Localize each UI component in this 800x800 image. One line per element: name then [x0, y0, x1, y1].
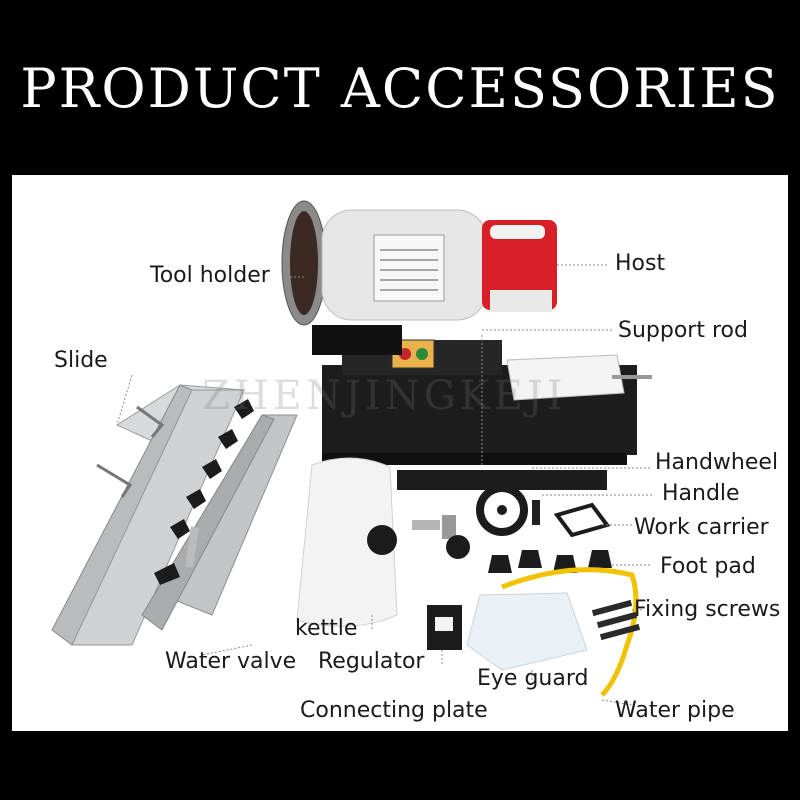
handwheel-assembly: [397, 470, 607, 536]
slide-rails: [51, 384, 298, 646]
label-connecting-plate: Connecting plate: [300, 698, 488, 723]
label-handwheel: Handwheel: [655, 450, 779, 475]
label-foot-pad: Foot pad: [660, 554, 756, 579]
fixing-screws: [591, 599, 641, 641]
grinder-host: [281, 200, 557, 355]
label-eye-guard: Eye guard: [477, 666, 589, 691]
label-water-valve: Water valve: [165, 649, 297, 674]
water-pipe: [501, 567, 639, 697]
label-water-pipe: Water pipe: [615, 698, 735, 723]
label-host: Host: [615, 251, 666, 276]
leader-lines: [116, 264, 652, 706]
label-handle: Handle: [662, 481, 740, 506]
eye-guard: [466, 592, 588, 671]
label-slide: Slide: [54, 348, 108, 373]
connecting-plate: [427, 605, 462, 650]
label-fixing-screws: Fixing screws: [634, 597, 781, 622]
label-regulator: Regulator: [318, 649, 425, 674]
product-illustration: [51, 200, 652, 706]
label-tool-holder: Tool holder: [150, 263, 270, 288]
work-carrier: [553, 502, 611, 538]
label-work-carrier: Work carrier: [634, 515, 769, 540]
label-kettle: kettle: [295, 616, 358, 641]
regulator-parts: [412, 515, 470, 559]
watermark-text: ZHENJINGKEJI: [202, 373, 567, 419]
kettle: [296, 457, 398, 627]
page-title: PRODUCT ACCESSORIES: [20, 57, 780, 120]
label-support-rod: Support rod: [618, 318, 748, 343]
product-photo-panel: ZHENJINGKEJI Host Tool holder Support ro…: [12, 175, 788, 731]
